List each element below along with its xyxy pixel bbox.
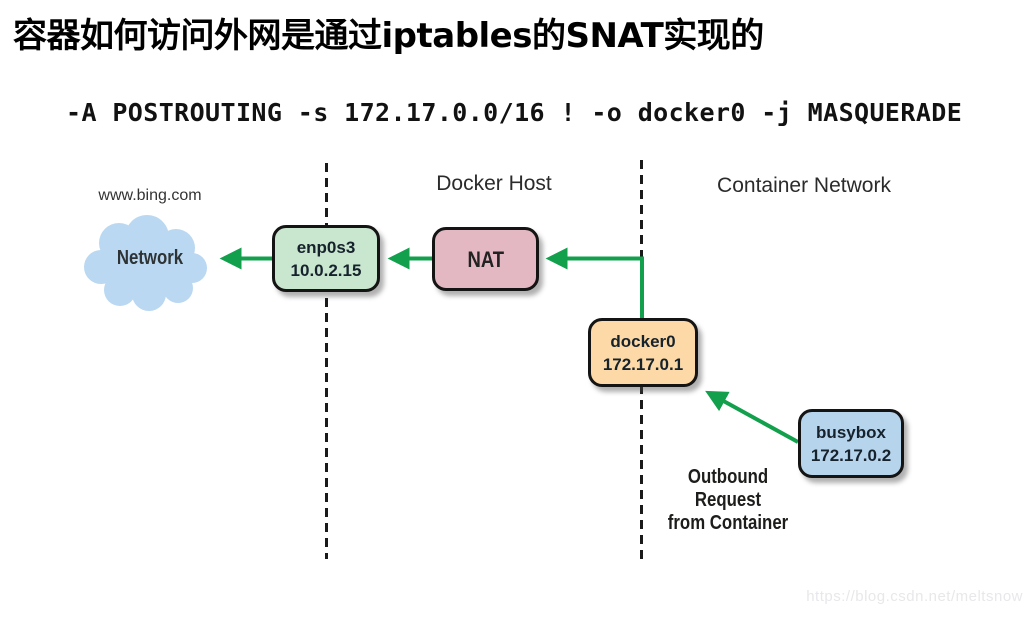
network-cloud-icon: [84, 215, 207, 311]
node-enp0s3-ip: 10.0.2.15: [290, 260, 362, 280]
node-busybox-name: busybox: [816, 422, 886, 442]
node-nat: NAT: [432, 227, 539, 291]
node-enp0s3: enp0s3 10.0.2.15: [272, 225, 380, 292]
annotation-line-1: Outbound: [687, 466, 769, 488]
iptables-rule-text: -A POSTROUTING -s 172.17.0.0/16 ! -o doc…: [66, 98, 963, 127]
node-busybox: busybox 172.17.0.2: [798, 409, 904, 478]
node-docker0-name: docker0: [610, 331, 676, 351]
cloud-network-label: Network: [116, 247, 184, 269]
node-nat-name: NAT: [467, 246, 504, 272]
container-network-zone-label: Container Network: [717, 174, 891, 197]
arrow-busybox-to-docker0: [705, 390, 799, 444]
node-busybox-ip: 172.17.0.2: [810, 445, 892, 465]
external-site-label: www.bing.com: [98, 187, 202, 204]
outbound-request-annotation: Outbound Request from Container: [658, 466, 797, 535]
node-docker0: docker0 172.17.0.1: [588, 318, 698, 387]
page-title: 容器如何访问外网是通过iptables的SNAT实现的: [13, 16, 764, 56]
annotation-line-3: from Container: [667, 512, 789, 534]
arrow-docker0-to-nat: [545, 247, 644, 318]
docker-host-zone-label: Docker Host: [436, 172, 552, 195]
annotation-line-2: Request: [694, 489, 762, 511]
node-enp0s3-name: enp0s3: [296, 237, 356, 257]
node-docker0-ip: 172.17.0.1: [602, 354, 684, 374]
watermark: https://blog.csdn.net/meltsnow: [806, 588, 1023, 605]
